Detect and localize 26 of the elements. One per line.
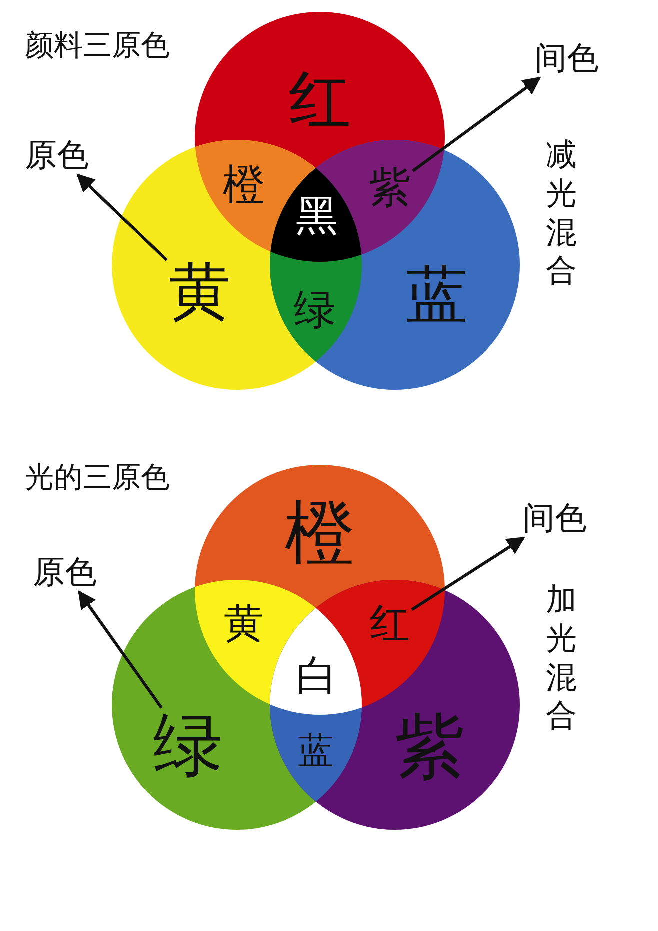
color-label: 红 xyxy=(370,604,410,644)
color-label: 黄 xyxy=(169,261,231,323)
title-text: 光的三原色 xyxy=(25,462,170,494)
arrow xyxy=(78,590,163,709)
color-label: 黄 xyxy=(224,604,264,644)
color-label: 橙 xyxy=(223,164,265,206)
color-label: 紫 xyxy=(395,712,465,782)
term-label: 间色 xyxy=(535,42,599,74)
color-label: 红 xyxy=(289,69,351,131)
color-label: 蓝 xyxy=(406,264,468,326)
color-label: 绿 xyxy=(294,289,336,331)
color-label: 白 xyxy=(296,655,338,697)
color-label: 绿 xyxy=(153,710,223,780)
term-label: 间色 xyxy=(523,502,587,534)
side-text: 减光混合 xyxy=(546,136,577,291)
arrow xyxy=(411,536,526,612)
color-label: 黑 xyxy=(296,195,338,237)
side-text: 加光混合 xyxy=(546,581,577,736)
color-label: 蓝 xyxy=(298,734,334,770)
term-label: 原色 xyxy=(25,139,89,171)
arrow xyxy=(76,174,168,262)
color-label: 橙 xyxy=(285,498,355,568)
arrow xyxy=(412,76,542,172)
term-label: 原色 xyxy=(33,556,97,588)
color-label: 紫 xyxy=(369,167,411,209)
title-text: 颜料三原色 xyxy=(25,30,170,62)
